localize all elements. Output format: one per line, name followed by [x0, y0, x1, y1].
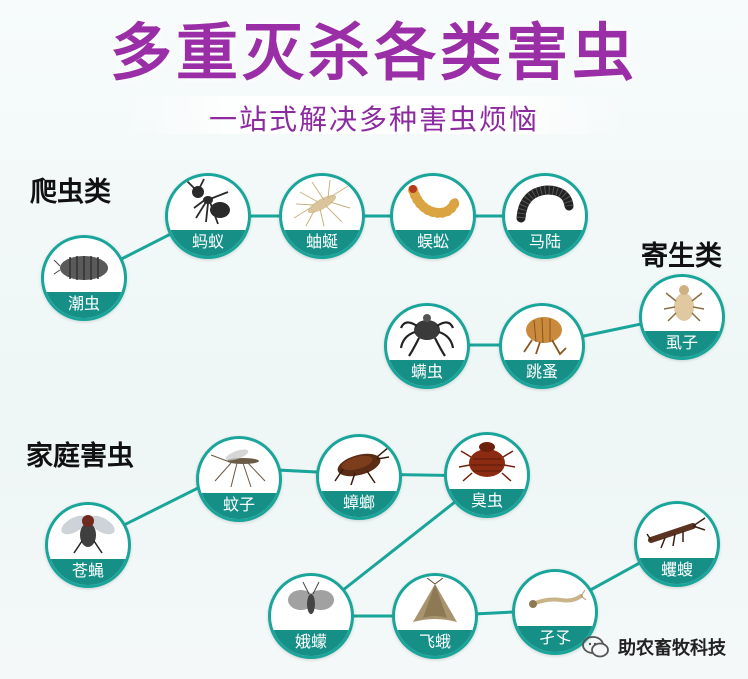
bedbug-icon [458, 442, 516, 482]
flea-icon [523, 317, 567, 356]
pest-label: 臭虫 [447, 489, 527, 515]
watermark-text: 助农畜牧科技 [618, 638, 726, 659]
pest-label: 跳蚤 [502, 360, 582, 386]
mosquito-icon [210, 449, 266, 488]
larva-icon [529, 589, 587, 608]
cockroach-icon [334, 446, 390, 486]
moth-icon [413, 578, 457, 622]
section-crawling: 爬虫类 [30, 177, 111, 208]
pest-label: 孑孓 [515, 626, 595, 652]
pest-card-manchong: 螨虫 [384, 303, 470, 389]
pest-card-wenzi: 蚊子 [196, 436, 282, 522]
pest-card-youyan: 蚰蜒 [279, 173, 365, 259]
pest-card-chaochong: 潮虫 [41, 235, 127, 321]
pest-card-chouchong: 臭虫 [444, 432, 530, 518]
pest-card-feie: 飞蛾 [392, 573, 478, 659]
house-centipede-icon [293, 179, 351, 227]
centipede-icon [408, 185, 460, 218]
pest-card-shizi: 虱子 [639, 274, 725, 360]
pest-card-jiejue: 孑孓 [512, 569, 598, 655]
pest-label: 苍蝇 [48, 559, 128, 585]
pest-card-tiaozao: 跳蚤 [499, 303, 585, 389]
mite-icon [399, 314, 455, 357]
pest-label: 马陆 [505, 230, 585, 256]
watermark: 助农畜牧科技 [582, 632, 726, 662]
pest-card-mayi: 蚂蚁 [165, 173, 251, 259]
millipede-icon [516, 185, 574, 223]
ant-icon [185, 178, 230, 225]
pest-label: 潮虫 [44, 292, 124, 318]
pest-label: 蜈蚣 [393, 230, 473, 256]
pest-card-malu: 马陆 [502, 173, 588, 259]
moth-fly-icon [288, 581, 334, 614]
fly-icon [61, 515, 115, 554]
pest-card-qusou: 蠼螋 [634, 501, 720, 587]
subtitle-highlight [124, 96, 624, 134]
page-subtitle: 一站式解决多种害虫烦恼 [208, 103, 539, 136]
page-title: 多重灭杀各类害虫 [109, 16, 638, 89]
pest-card-zhanglang: 蟑螂 [316, 434, 402, 520]
wechat-icon [582, 636, 609, 658]
pest-card-cangying: 苍蝇 [45, 502, 131, 588]
pest-label: 蚰蜒 [282, 230, 362, 256]
pest-label: 娥蠓 [271, 630, 351, 656]
section-parasitic: 寄生类 [641, 241, 722, 272]
pest-card-wugong: 蜈蚣 [390, 173, 476, 259]
pest-label: 虱子 [642, 331, 722, 357]
section-household: 家庭害虫 [26, 441, 134, 472]
pest-label: 蚂蚁 [168, 230, 248, 256]
pillbug-icon [53, 256, 108, 280]
pest-card-emeng: 娥蠓 [268, 573, 354, 659]
earwig-icon [646, 517, 706, 549]
pest-label: 蟑螂 [319, 491, 399, 517]
pest-label: 蠼螋 [637, 558, 717, 584]
louse-icon [663, 285, 705, 322]
pest-label: 螨虫 [387, 360, 467, 386]
pest-label: 蚊子 [199, 493, 279, 519]
pest-label: 飞蛾 [395, 630, 475, 656]
